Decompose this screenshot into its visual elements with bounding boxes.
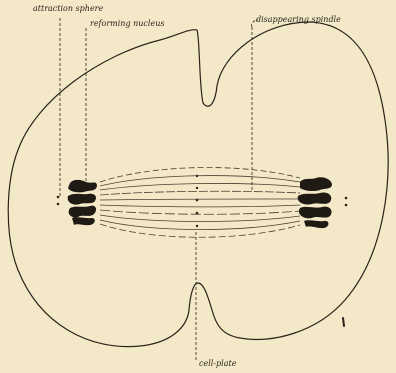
label-attraction-sphere: attraction sphere [33,5,103,13]
right-attraction-sphere [345,197,348,207]
disappearing-spindle-leader [251,20,258,190]
label-cell-plate: cell-plate [199,360,236,368]
label-reforming-nucleus: reforming nucleus [90,20,164,28]
cell-plate-dots [196,175,199,227]
left-reforming-nucleus [68,180,97,225]
left-attraction-sphere [57,196,60,206]
label-disappearing-spindle: disappearing spindle [256,16,341,24]
spindle-fibers [100,167,300,237]
right-reforming-nucleus [298,177,332,228]
ink-speck [343,318,344,326]
